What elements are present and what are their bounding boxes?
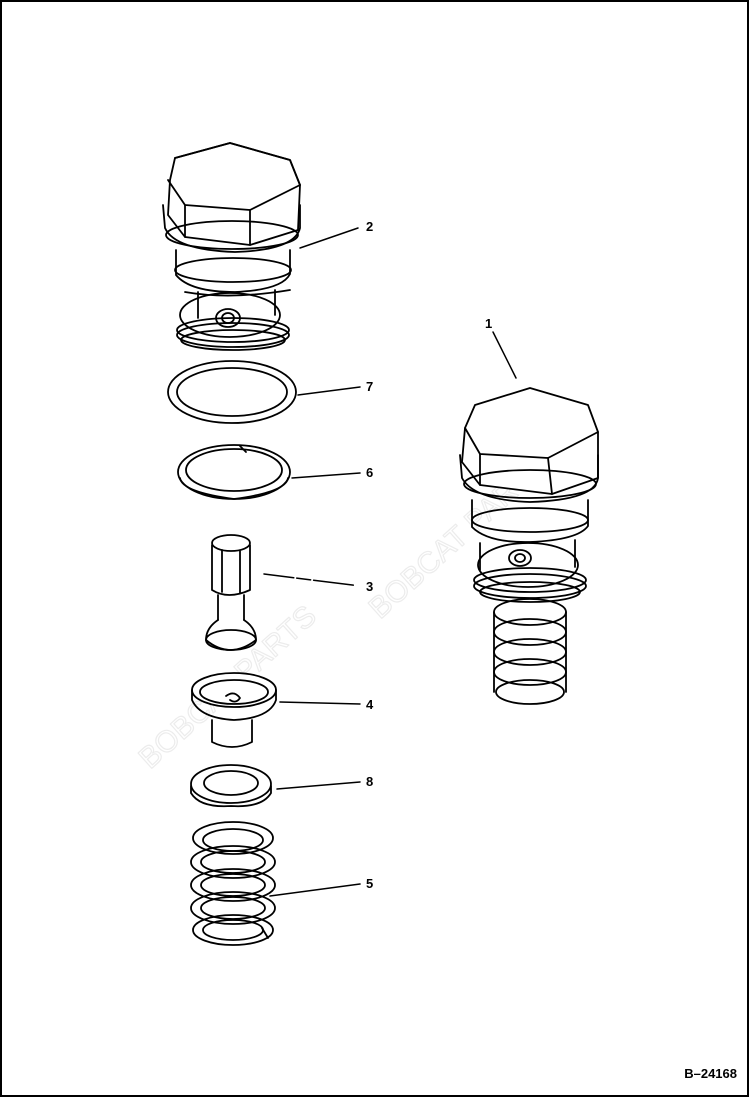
part-5-spring <box>190 821 276 946</box>
part-8-washer <box>190 764 272 808</box>
leader-4 <box>279 701 361 705</box>
figure-id: B–24168 <box>684 1066 737 1081</box>
callout-2: 2 <box>366 219 373 234</box>
part-7-o-ring <box>167 360 297 424</box>
callout-7: 7 <box>366 379 373 394</box>
callout-3: 3 <box>366 579 373 594</box>
part-1-valve-assembly <box>459 387 599 705</box>
leader-5 <box>269 883 361 897</box>
leader-1 <box>492 331 517 379</box>
leader-6 <box>291 472 361 479</box>
callout-6: 6 <box>366 465 373 480</box>
callout-8: 8 <box>366 774 373 789</box>
leader-8 <box>276 781 361 790</box>
leader-2 <box>299 227 359 249</box>
callout-5: 5 <box>366 876 373 891</box>
callout-1: 1 <box>485 316 492 331</box>
part-6-backup-ring <box>177 444 291 500</box>
part-3-poppet <box>205 534 257 651</box>
leader-lines <box>263 227 517 897</box>
part-4-seat <box>191 672 277 748</box>
watermark: BOBCAT PARTS BOBCAT PARTS <box>132 449 553 776</box>
leader-7 <box>297 386 361 396</box>
leader-3 <box>263 573 361 587</box>
callout-4: 4 <box>366 697 374 712</box>
part-2-hex-plug <box>162 142 301 351</box>
